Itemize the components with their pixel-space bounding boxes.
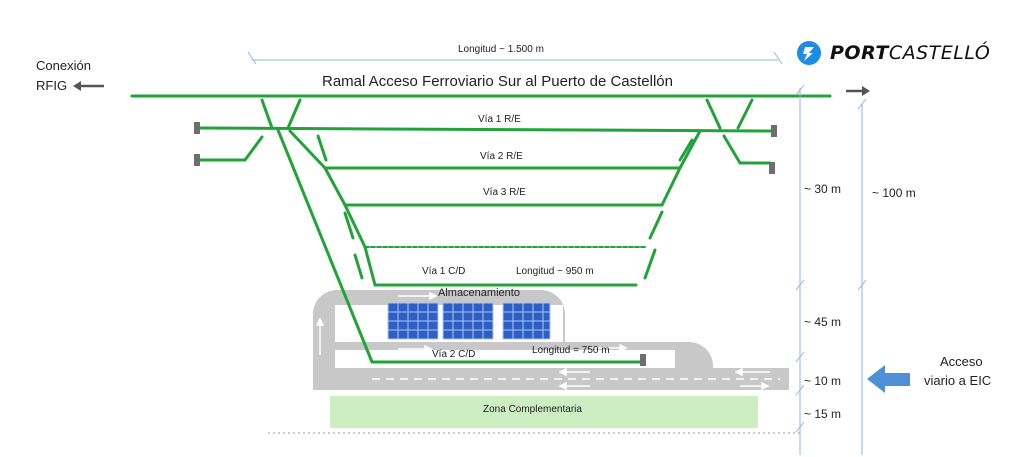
conexion-label-line1: Conexión	[36, 58, 91, 73]
zona-complementaria-area	[330, 396, 758, 428]
total-length-dimension	[247, 51, 783, 65]
dimension-15m: ~ 15 m	[804, 407, 842, 421]
road-loop	[313, 290, 789, 390]
container-stack-1	[387, 302, 439, 340]
container-stacks	[387, 302, 551, 340]
via-2-cd-label: Vía 2 C/D	[432, 349, 476, 360]
buffer-stops	[194, 122, 777, 366]
almacenamiento-label: Almacenamiento	[438, 287, 520, 299]
container-stack-2	[442, 302, 494, 340]
dimension-lines	[799, 88, 863, 455]
dimension-30m: ~ 30 m	[804, 182, 842, 196]
portcastello-logo-icon	[797, 41, 821, 65]
portcastello-logo: PORTCASTELLÓ	[796, 40, 990, 66]
via-2-cd-length-label: Longitud = 750 m	[532, 345, 610, 356]
railway-tracks	[130, 94, 832, 364]
acceso-label-line1: Acceso	[940, 354, 983, 369]
road-arrows	[315, 291, 770, 391]
via-1-re-track	[198, 126, 774, 133]
arrow-left-icon	[73, 81, 104, 91]
total-length-label: Longitud ~ 1.500 m	[458, 44, 544, 55]
diagonal-track	[276, 128, 374, 364]
dimension-45m: ~ 45 m	[804, 315, 842, 329]
conexion-label-line2: RFIG	[36, 78, 68, 93]
via-1-cd-length-label: Longitud ~ 950 m	[516, 266, 594, 277]
arrow-blue-left-icon	[867, 365, 910, 393]
arrow-right-icon	[846, 86, 870, 96]
diagram-title: Ramal Acceso Ferroviario Sur al Puerto d…	[322, 73, 673, 90]
zona-complementaria-label: Zona Complementaria	[483, 404, 582, 415]
via-3-re-label: Vía 3 R/E	[483, 187, 526, 198]
container-stack-3	[502, 302, 551, 340]
acceso-label-line2: viario a EIC	[924, 373, 992, 388]
dimension-ticks	[795, 84, 867, 433]
via-2-re-label: Vía 2 R/E	[480, 151, 523, 162]
brand-name: PORTCASTELLÓ	[830, 42, 991, 64]
via-1-cd-label: Vía 1 C/D	[422, 266, 466, 277]
dimension-100m: ~ 100 m	[872, 186, 916, 200]
dimension-10m: ~ 10 m	[804, 374, 842, 388]
via-1-re-label: Vía 1 R/E	[478, 114, 521, 125]
